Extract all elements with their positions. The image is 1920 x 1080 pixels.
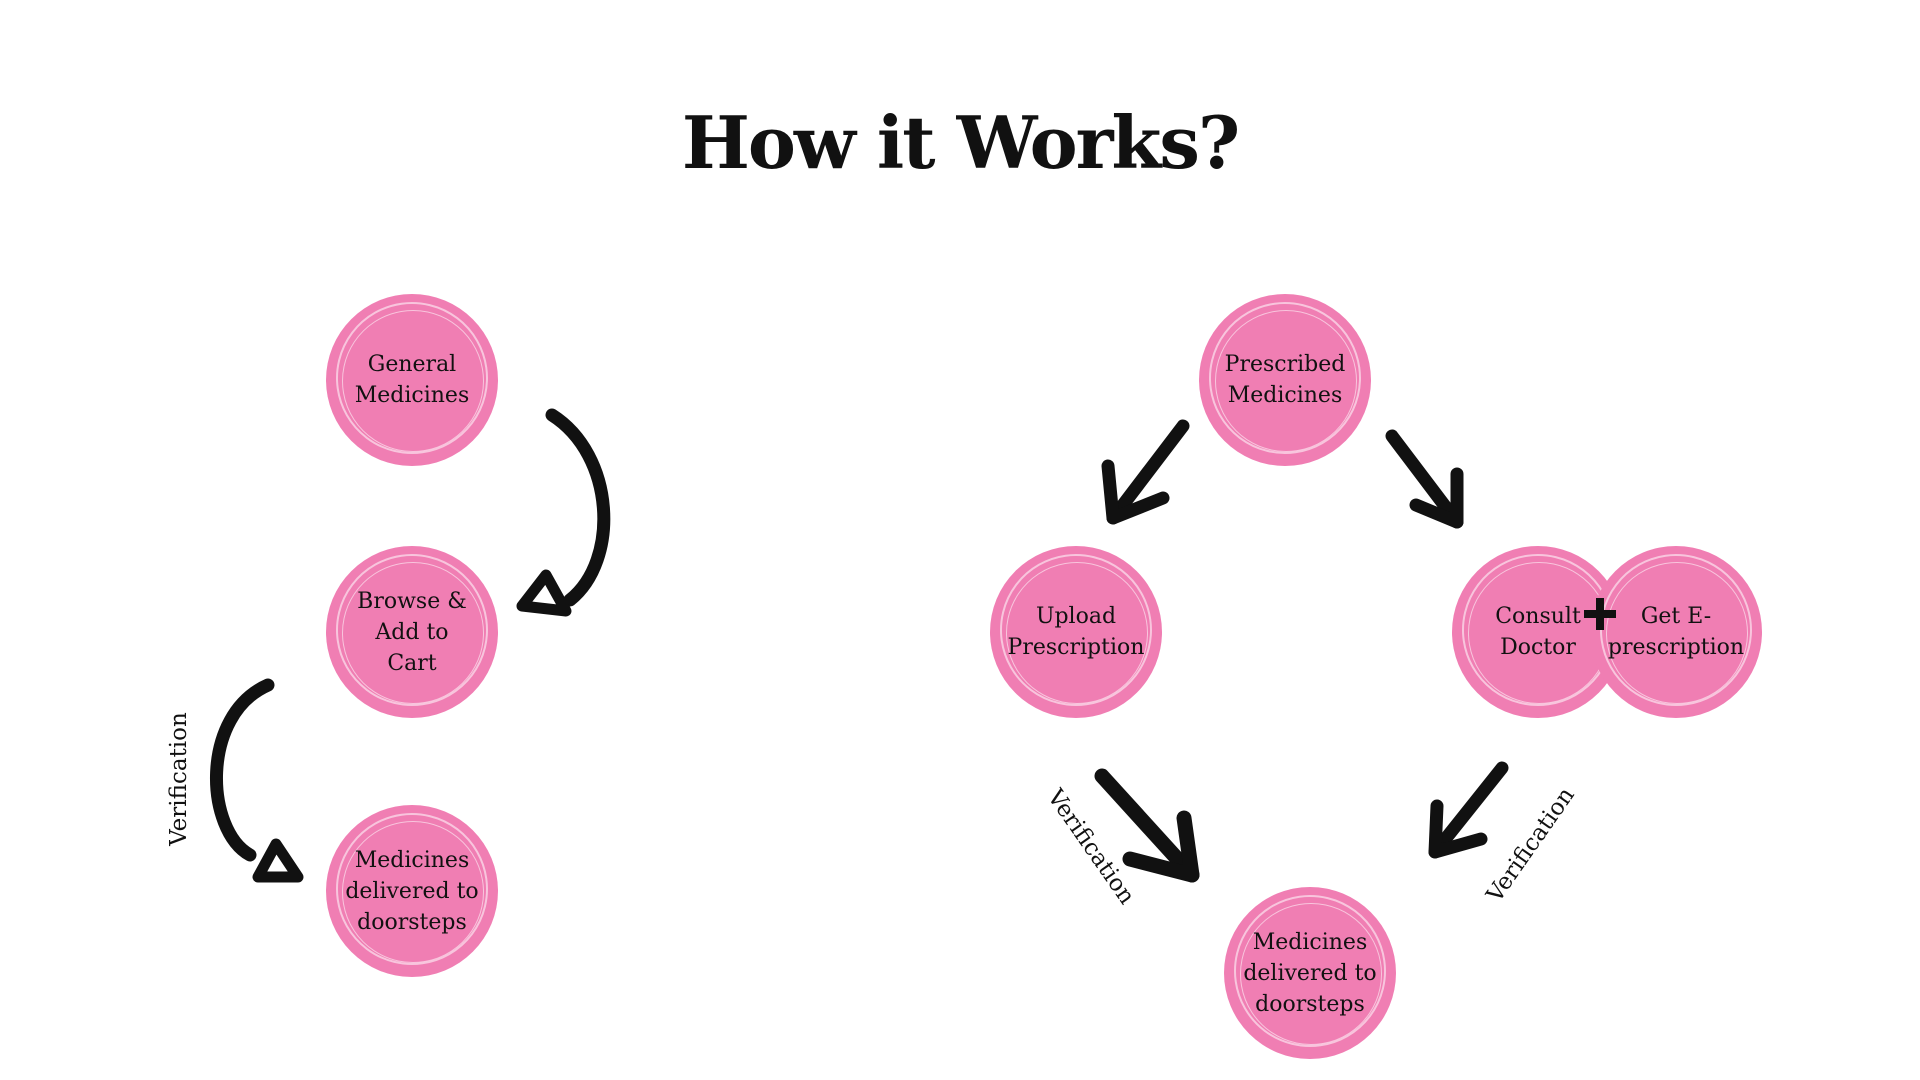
arrow-head-upload-to-delivered (1122, 810, 1200, 883)
node-prescribed-medicines-label: Prescribed Medicines (1224, 352, 1346, 408)
node-general-medicines: General Medicines (326, 292, 498, 466)
node-delivered-right: Medicines delivered to doorsteps (1224, 885, 1396, 1059)
arrow-head-consult-to-delivered (1428, 799, 1488, 859)
node-get-e-prescription-label: Get E- prescription (1607, 604, 1745, 660)
arrow-general-to-browse (545, 408, 611, 607)
edge-label-left-verification: Verification (165, 712, 192, 846)
page-title: How it Works? (681, 100, 1240, 185)
node-browse-add-to-cart: Browse & Add to Cart (326, 544, 498, 718)
arrow-prescribed-to-consult (1385, 429, 1464, 529)
node-get-e-prescription: Get E- prescription (1590, 544, 1762, 718)
plus-icon (1584, 598, 1616, 630)
node-delivered-left-label: Medicines delivered to doorsteps (345, 847, 479, 935)
arrow-prescribed-to-upload (1106, 419, 1190, 525)
arrow-head-prescribed-to-upload (1101, 459, 1170, 525)
arrow-browse-to-delivered (210, 678, 275, 862)
node-upload-prescription: Upload Prescription (990, 544, 1162, 718)
node-consult-doctor-label: Consult Doctor (1495, 604, 1581, 660)
node-delivered-right-label: Medicines delivered to doorsteps (1243, 929, 1377, 1017)
arrow-head-prescribed-to-consult (1409, 467, 1464, 529)
arrow-head-general-to-browse (516, 569, 572, 617)
arrow-upload-to-delivered (1094, 768, 1200, 883)
node-upload-prescription-label: Upload Prescription (1007, 604, 1145, 660)
node-delivered-left: Medicines delivered to doorsteps (326, 803, 498, 977)
arrow-head-browse-to-delivered (252, 838, 304, 883)
node-general-medicines-label: General Medicines (354, 352, 470, 408)
arrow-consult-to-delivered (1428, 761, 1509, 859)
node-browse-add-to-cart-label: Browse & Add to Cart (357, 588, 467, 676)
node-prescribed-medicines: Prescribed Medicines (1199, 292, 1371, 466)
